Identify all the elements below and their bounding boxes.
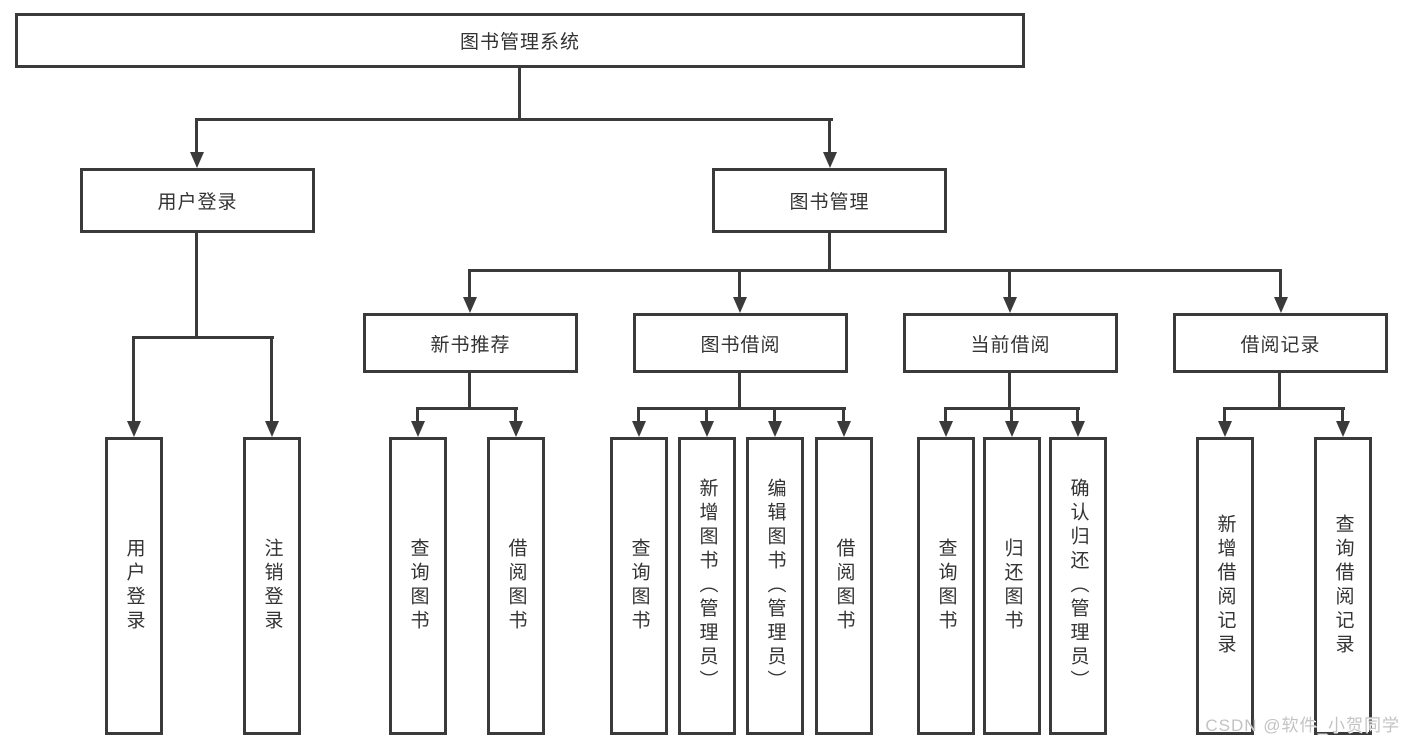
arrow-down-icon [463, 297, 477, 313]
node-user-login: 用户登录 [80, 168, 315, 233]
arrow-down-icon [1336, 421, 1350, 437]
arrow-down-icon [733, 297, 747, 313]
connector-line [828, 233, 831, 272]
connector-line [196, 118, 833, 121]
leaf-borrow-query: 查询图书 [610, 437, 668, 735]
connector-line [1223, 407, 1226, 423]
connector-line [416, 407, 518, 410]
node-book-borrow: 图书借阅 [633, 313, 848, 373]
connector-line [518, 68, 521, 118]
leaf-user-login: 用户登录 [105, 437, 163, 735]
watermark-text: CSDN @软件_小贺同学 [1205, 716, 1400, 735]
node-new-book: 新书推荐 [363, 313, 578, 373]
connector-line [1278, 373, 1281, 410]
connector-line [1008, 373, 1011, 410]
arrow-down-icon [837, 421, 851, 437]
leaf-newbook-borrow: 借阅图书 [487, 437, 545, 735]
arrow-down-icon [190, 152, 204, 168]
connector-line [828, 118, 831, 154]
arrow-down-icon [1005, 421, 1019, 437]
connector-line [842, 407, 845, 423]
connector-line [637, 407, 640, 423]
arrow-down-icon [127, 421, 141, 437]
connector-line [195, 118, 198, 154]
leaf-borrow-edit: 编辑图书（管理员） [746, 437, 804, 735]
leaf-current-return: 归还图书 [983, 437, 1041, 735]
leaf-current-confirm: 确认归还（管理员） [1049, 437, 1107, 735]
arrow-down-icon [1274, 297, 1288, 313]
arrow-down-icon [700, 421, 714, 437]
connector-line [468, 269, 1282, 272]
connector-line [270, 336, 273, 423]
arrow-down-icon [939, 421, 953, 437]
connector-line [132, 336, 274, 339]
arrow-down-icon [768, 421, 782, 437]
node-borrow-record: 借阅记录 [1173, 313, 1388, 373]
leaf-record-add: 新增借阅记录 [1196, 437, 1254, 735]
arrow-down-icon [1218, 421, 1232, 437]
arrow-down-icon [411, 421, 425, 437]
leaf-borrow-borrow: 借阅图书 [815, 437, 873, 735]
connector-line [705, 407, 708, 423]
leaf-current-query: 查询图书 [917, 437, 975, 735]
connector-line [738, 373, 741, 410]
arrow-down-icon [509, 421, 523, 437]
arrow-down-icon [632, 421, 646, 437]
arrow-down-icon [1003, 297, 1017, 313]
connector-line [773, 407, 776, 423]
connector-line [132, 336, 135, 423]
connector-line [1279, 269, 1282, 299]
leaf-logout: 注销登录 [243, 437, 301, 735]
leaf-newbook-query: 查询图书 [389, 437, 447, 735]
connector-line [1223, 407, 1345, 410]
arrow-down-icon [1071, 421, 1085, 437]
connector-line [468, 373, 471, 410]
node-root: 图书管理系统 [15, 13, 1025, 68]
connector-line [1341, 407, 1344, 423]
node-current-borrow: 当前借阅 [903, 313, 1118, 373]
connector-line [468, 269, 471, 299]
arrow-down-icon [823, 152, 837, 168]
connector-line [944, 407, 947, 423]
node-book-mgmt: 图书管理 [712, 168, 947, 233]
connector-line [738, 269, 741, 299]
leaf-record-query: 查询借阅记录 [1314, 437, 1372, 735]
connector-line [1008, 269, 1011, 299]
leaf-borrow-add: 新增图书（管理员） [678, 437, 736, 735]
connector-line [195, 233, 198, 339]
connector-line [514, 407, 517, 423]
connector-line [1010, 407, 1013, 423]
connector-line [1076, 407, 1079, 423]
connector-line [416, 407, 419, 423]
arrow-down-icon [265, 421, 279, 437]
connector-line [637, 407, 846, 410]
